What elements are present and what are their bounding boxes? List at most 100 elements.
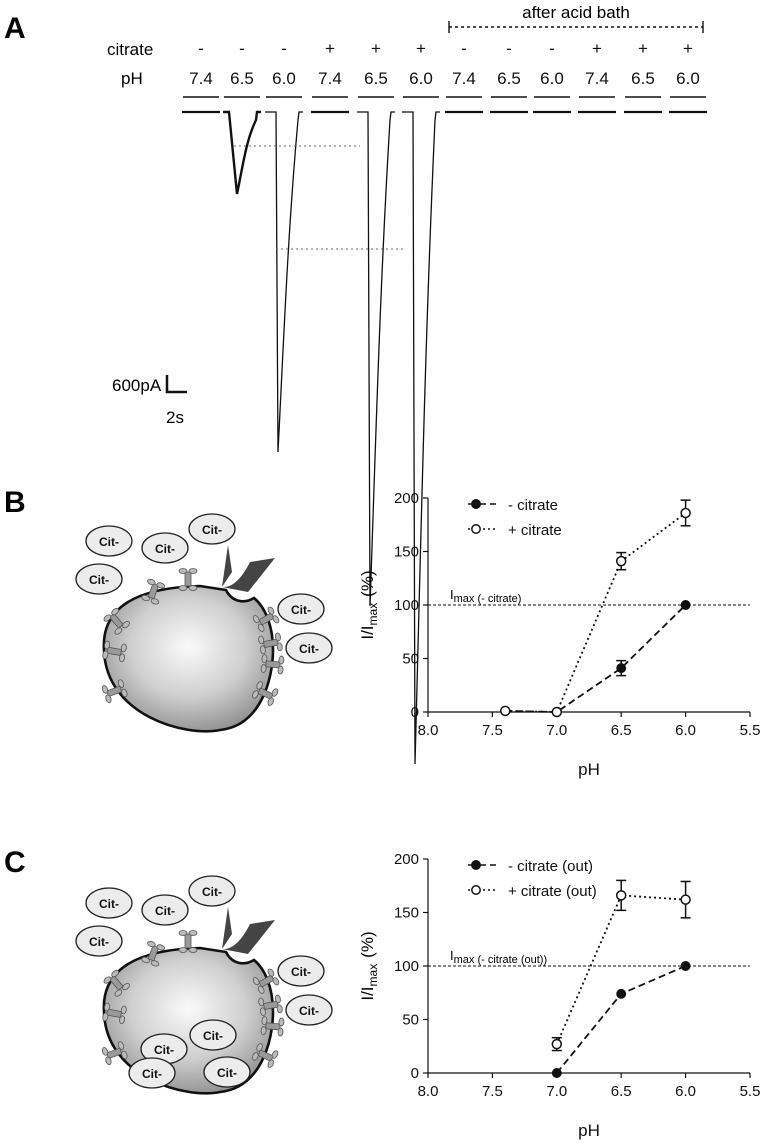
x-tick-label: 6.0	[675, 1083, 696, 1100]
citrate-bubble	[75, 925, 123, 957]
x-tick-label: 6.5	[611, 1083, 632, 1100]
data-point	[680, 600, 691, 610]
patch-pipette	[222, 558, 275, 592]
citrate-sign: +	[592, 39, 602, 58]
y-axis-label: I/Imax(%)	[358, 570, 380, 639]
citrate-sign: -	[281, 39, 287, 58]
citrate-bubble	[85, 887, 133, 919]
citrate-row-label: citrate	[107, 40, 153, 59]
citrate-sign: -	[549, 39, 555, 58]
data-point	[615, 555, 627, 567]
scale-bar	[165, 375, 187, 394]
citrate-sign: +	[638, 39, 648, 58]
ph-value: 6.0	[676, 69, 700, 88]
y-axis-label-main: I/I	[358, 625, 377, 639]
y-tick-label: 100	[394, 597, 419, 614]
citrate-label: Cit-	[299, 1004, 319, 1018]
data-point	[615, 890, 627, 901]
legend-label: + citrate	[508, 522, 562, 539]
citrate-sign: +	[325, 39, 335, 58]
citrate-label: Cit-	[202, 523, 222, 537]
cell-cartoon-b: Cit-Cit-Cit-Cit-Cit-Cit-	[75, 513, 333, 733]
ph-value: 7.4	[452, 69, 476, 88]
citrate-bubble	[285, 994, 333, 1026]
citrate-bubble-inside	[189, 1019, 237, 1051]
ph-value: 7.4	[318, 69, 342, 88]
ph-value: 7.4	[585, 69, 609, 88]
citrate-label: Cit-	[155, 904, 175, 918]
y-tick-label: 0	[411, 1065, 419, 1082]
citrate-label: Cit-	[154, 1043, 174, 1057]
citrate-sign: +	[683, 39, 693, 58]
citrate-sign: -	[461, 39, 467, 58]
ph-value: 6.5	[631, 69, 655, 88]
citrate-sign: +	[416, 39, 426, 58]
legend-marker	[471, 860, 481, 870]
x-tick-label: 5.5	[740, 722, 761, 739]
current-trace	[402, 111, 440, 765]
ph-value: 6.0	[409, 69, 433, 88]
citrate-bubble	[188, 875, 236, 907]
citrate-sign: -	[198, 39, 204, 58]
ph-value: 7.4	[189, 69, 213, 88]
panel-label-a: A	[4, 12, 26, 45]
citrate-label: Cit-	[291, 965, 311, 979]
reference-label-main: I	[450, 948, 454, 963]
citrate-label: Cit-	[89, 573, 109, 587]
current-traces	[182, 110, 707, 765]
scale-time-label: 2s	[166, 408, 184, 427]
citrate-bubble-inside	[203, 1056, 251, 1088]
x-tick-label: 6.0	[675, 722, 696, 739]
x-tick-label: 5.5	[740, 1083, 761, 1100]
citrate-label: Cit-	[299, 642, 319, 656]
citrate-bubble	[285, 632, 333, 664]
cell-body	[102, 584, 275, 733]
citrate-label: Cit-	[99, 897, 119, 911]
ph-row-label: pH	[121, 69, 143, 88]
ph-value: 6.0	[272, 69, 296, 88]
citrate-bubble	[188, 513, 236, 545]
series-line	[556, 965, 686, 1074]
citrate-label: Cit-	[155, 542, 175, 556]
x-tick-label: 8.0	[418, 1083, 439, 1100]
data-point	[680, 507, 691, 519]
data-point	[500, 705, 511, 717]
x-tick-label: 7.5	[482, 722, 503, 739]
y-tick-label: 150	[394, 544, 419, 561]
after-bath-label: after acid bath	[522, 3, 630, 22]
citrate-signs: ---+++---+++	[198, 39, 693, 58]
legend-label: - citrate	[508, 497, 558, 514]
panel-label-b: B	[4, 486, 26, 519]
panel-label-c: C	[4, 846, 26, 879]
y-tick-label: 100	[394, 958, 419, 975]
current-trace	[223, 110, 261, 195]
series-line	[555, 894, 686, 1045]
y-axis-label-sub: max	[366, 964, 380, 987]
series-line	[505, 512, 687, 713]
y-axis-label: I/Imax(%)	[358, 931, 380, 1000]
patch-pipette	[222, 920, 275, 954]
legend-marker	[471, 524, 481, 534]
citrate-sign: -	[239, 39, 245, 58]
citrate-label: Cit-	[217, 1066, 237, 1080]
x-tick-label: 8.0	[418, 722, 439, 739]
citrate-bubble	[85, 525, 133, 557]
data-point	[616, 988, 627, 999]
citrate-label: Cit-	[89, 935, 109, 949]
citrate-bubble	[277, 955, 325, 987]
y-tick-label: 50	[402, 1012, 419, 1029]
y-axis-label-unit: (%)	[358, 570, 377, 596]
ph-value: 6.5	[364, 69, 388, 88]
y-tick-label: 150	[394, 905, 419, 922]
legend-label: + citrate (out)	[508, 883, 597, 900]
y-tick-label: 200	[394, 851, 419, 868]
x-tick-label: 7.0	[546, 1083, 567, 1100]
y-tick-label: 200	[394, 490, 419, 507]
reference-line-label: Imax (- citrate (out))	[450, 948, 547, 966]
data-point	[680, 961, 691, 971]
citrate-bubble	[141, 894, 189, 926]
